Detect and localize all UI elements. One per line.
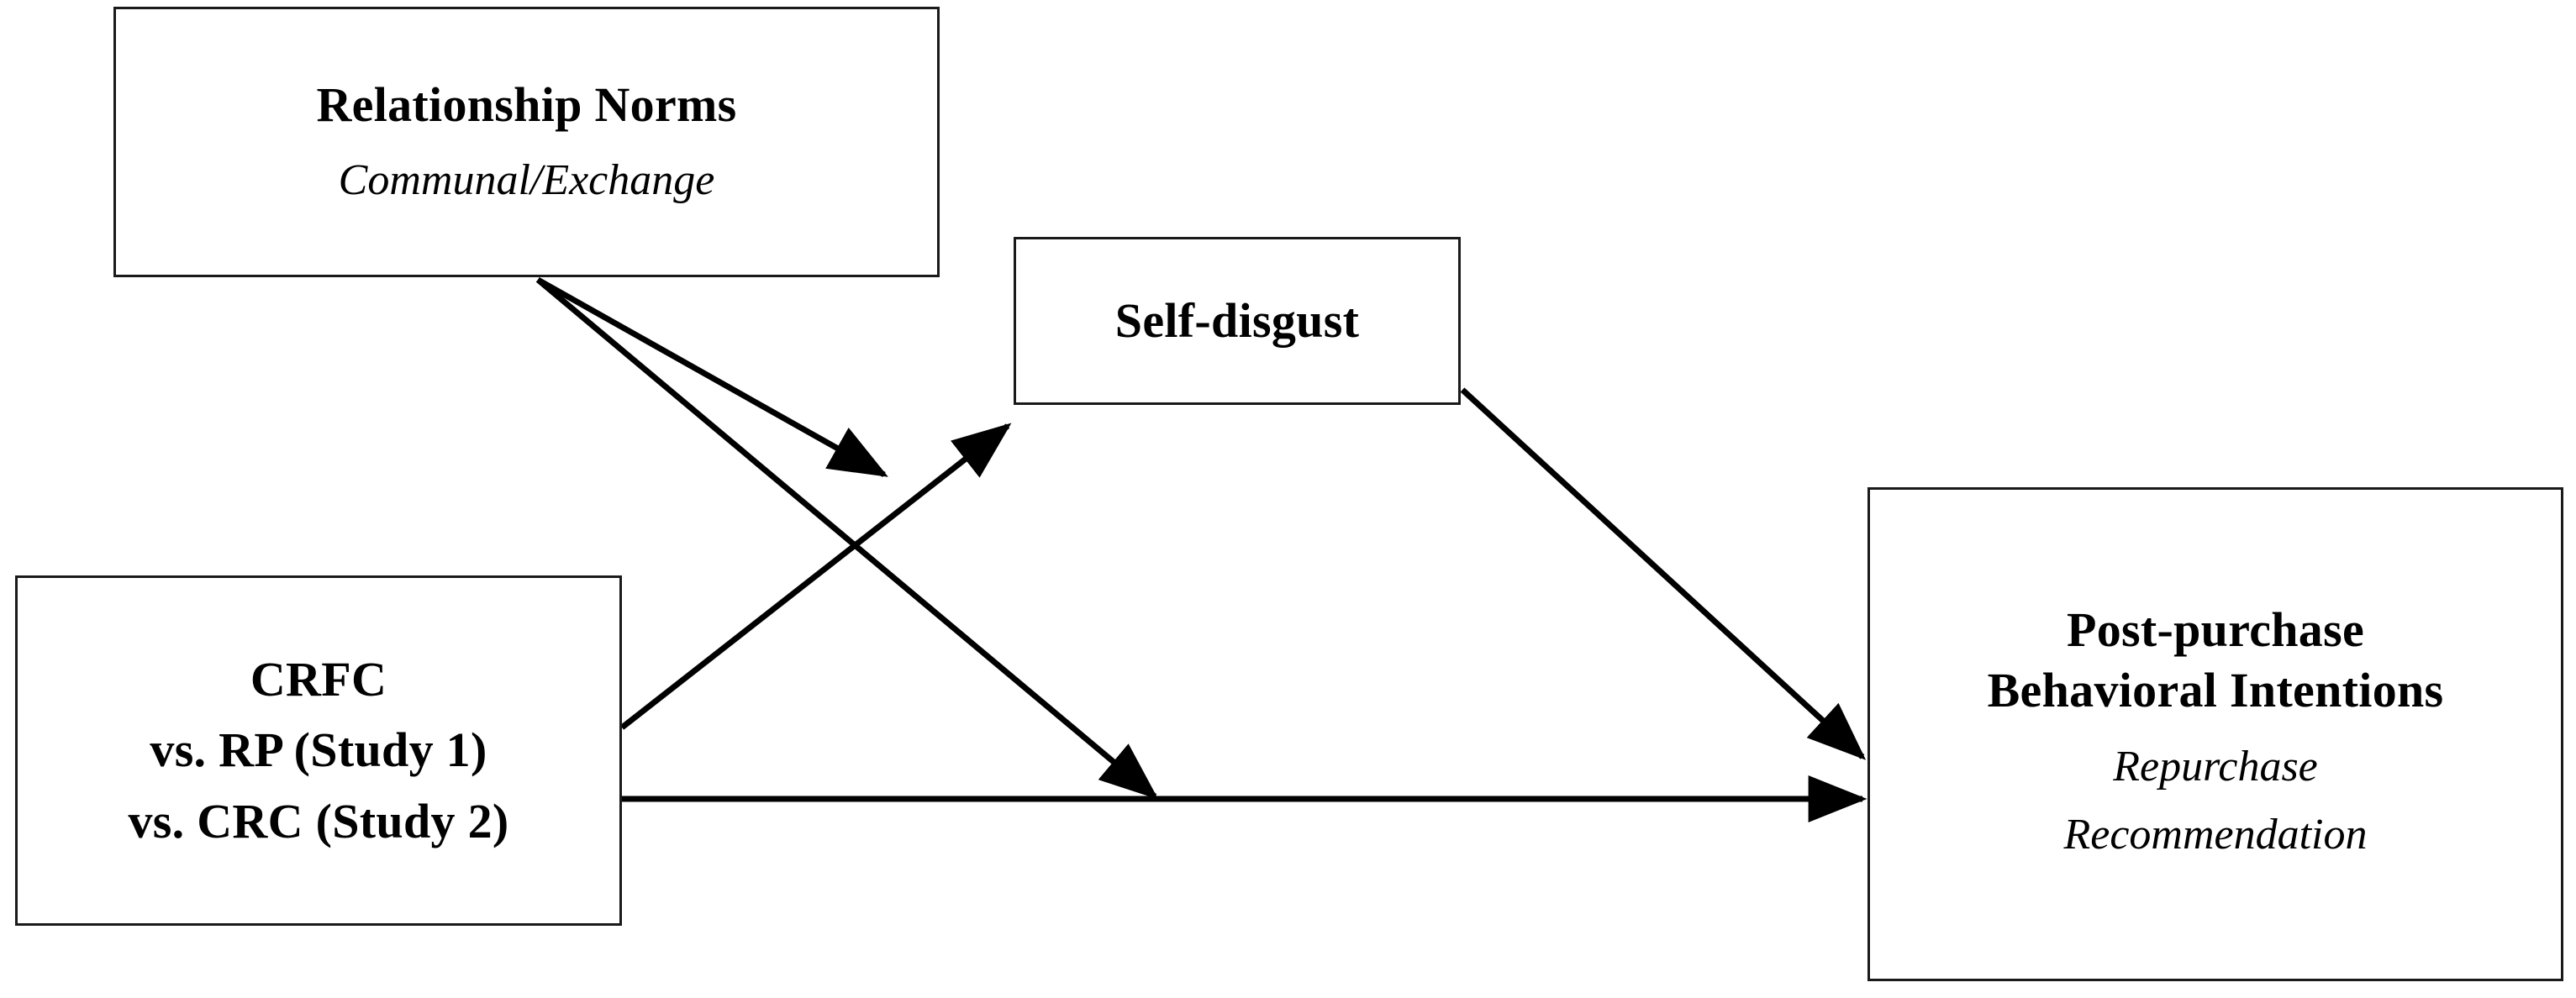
node-self-disgust: Self-disgust [1014, 237, 1461, 405]
node-outcome-title-line1: Post-purchase [2066, 601, 2365, 657]
node-relationship-norms: Relationship Norms Communal/Exchange [113, 7, 940, 277]
node-outcome: Post-purchase Behavioral Intentions Repu… [1867, 487, 2563, 981]
node-self-disgust-title: Self-disgust [1114, 292, 1360, 348]
edge-norms-moderates-crfc-to-self-disgust [536, 276, 888, 478]
node-relationship-norms-subtitle: Communal/Exchange [338, 155, 715, 204]
edge-self-disgust-to-outcome [1460, 387, 1867, 760]
node-outcome-subtitle-line2: Recommendation [2063, 810, 2368, 859]
node-crfc-title-line2: vs. RP (Study 1) [150, 722, 487, 778]
node-crfc: CRFC vs. RP (Study 1) vs. CRC (Study 2) [15, 575, 622, 926]
node-relationship-norms-title: Relationship Norms [316, 76, 737, 132]
node-crfc-title-line1: CRFC [250, 652, 387, 707]
node-crfc-title-line3: vs. CRC (Study 2) [128, 793, 509, 848]
node-outcome-title-line2: Behavioral Intentions [1987, 663, 2444, 718]
node-outcome-subtitle-line1: Repurchase [2113, 742, 2318, 791]
edge-crfc-to-self-disgust [619, 423, 1012, 730]
